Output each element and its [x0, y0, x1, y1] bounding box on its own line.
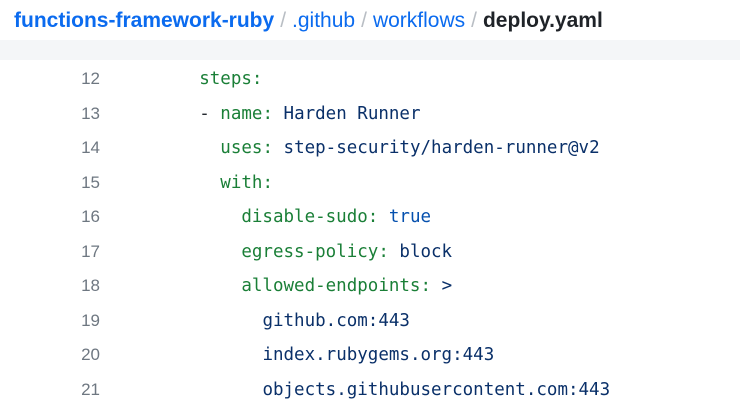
code-token-str: step-security/harden-runner@v2: [284, 138, 600, 158]
code-token-pun: :: [262, 104, 283, 124]
code-line: 14 uses: step-security/harden-runner@v2: [0, 131, 740, 166]
code-line-content[interactable]: github.com:443: [100, 311, 410, 331]
code-line-content[interactable]: uses: step-security/harden-runner@v2: [100, 138, 600, 158]
line-number[interactable]: 12: [0, 69, 100, 89]
code-line: 19 github.com:443: [0, 304, 740, 339]
breadcrumb-current-file: deploy.yaml: [483, 10, 603, 31]
line-number[interactable]: 19: [0, 311, 100, 331]
code-token-pun: :: [252, 69, 263, 89]
line-number[interactable]: 17: [0, 242, 100, 262]
code-indent: [136, 104, 199, 124]
code-line-content[interactable]: allowed-endpoints: >: [100, 276, 452, 296]
code-line: 13 - name: Harden Runner: [0, 97, 740, 132]
code-line: 15 with:: [0, 166, 740, 201]
code-token-pun: :: [262, 173, 273, 193]
code-token-pun: :: [368, 207, 389, 227]
file-breadcrumb-header: functions-framework-ruby / .github / wor…: [0, 0, 740, 40]
breadcrumb: functions-framework-ruby / .github / wor…: [14, 10, 603, 31]
code-line: 18 allowed-endpoints: >: [0, 269, 740, 304]
code-line: 12 steps:: [0, 62, 740, 97]
code-token-str: objects.githubusercontent.com:443: [262, 380, 610, 400]
code-line: 20 index.rubygems.org:443: [0, 338, 740, 373]
line-number[interactable]: 13: [0, 104, 100, 124]
header-divider-band: [0, 40, 740, 60]
code-indent: [136, 138, 220, 158]
breadcrumb-dir-github[interactable]: .github: [292, 10, 355, 31]
code-token-key: uses: [220, 138, 262, 158]
code-token-str: Harden Runner: [284, 104, 421, 124]
code-line: 17 egress-policy: block: [0, 235, 740, 270]
line-number[interactable]: 21: [0, 380, 100, 400]
code-line-content[interactable]: egress-policy: block: [100, 242, 452, 262]
code-token-pun: :: [420, 276, 441, 296]
code-line-content[interactable]: objects.githubusercontent.com:443: [100, 380, 610, 400]
code-token-key: disable-sudo: [241, 207, 367, 227]
code-token-dash: -: [199, 104, 220, 124]
code-token-bool: true: [389, 207, 431, 227]
code-indent: [136, 207, 241, 227]
line-number[interactable]: 18: [0, 276, 100, 296]
code-line: 16 disable-sudo: true: [0, 200, 740, 235]
code-token-str: index.rubygems.org:443: [262, 345, 494, 365]
code-token-pun: :: [262, 138, 283, 158]
code-indent: [136, 345, 262, 365]
line-number[interactable]: 20: [0, 345, 100, 365]
code-line-content[interactable]: index.rubygems.org:443: [100, 345, 494, 365]
line-number[interactable]: 14: [0, 138, 100, 158]
code-line-content[interactable]: - name: Harden Runner: [100, 104, 421, 124]
code-token-str: github.com:443: [262, 311, 410, 331]
line-number[interactable]: 16: [0, 207, 100, 227]
code-indent: [136, 380, 262, 400]
code-indent: [136, 173, 220, 193]
code-token-key: name: [220, 104, 262, 124]
code-indent: [136, 242, 241, 262]
code-line-content[interactable]: disable-sudo: true: [100, 207, 431, 227]
code-indent: [136, 311, 262, 331]
line-number[interactable]: 15: [0, 173, 100, 193]
code-indent: [136, 276, 241, 296]
code-token-key: egress-policy: [241, 242, 378, 262]
breadcrumb-dir-workflows[interactable]: workflows: [373, 10, 465, 31]
code-indent: [136, 69, 199, 89]
breadcrumb-separator: /: [465, 10, 483, 31]
code-line: 21 objects.githubusercontent.com:443: [0, 373, 740, 407]
code-token-key: steps: [199, 69, 252, 89]
breadcrumb-separator: /: [355, 10, 373, 31]
breadcrumb-separator: /: [274, 10, 292, 31]
code-token-key: with: [220, 173, 262, 193]
code-token-pun: :: [378, 242, 399, 262]
code-line-content[interactable]: with:: [100, 173, 273, 193]
code-token-key: allowed-endpoints: [241, 276, 420, 296]
code-line-content[interactable]: steps:: [100, 69, 262, 89]
code-token-str: block: [399, 242, 452, 262]
breadcrumb-repo-link[interactable]: functions-framework-ruby: [14, 10, 274, 31]
code-token-str: >: [442, 276, 453, 296]
